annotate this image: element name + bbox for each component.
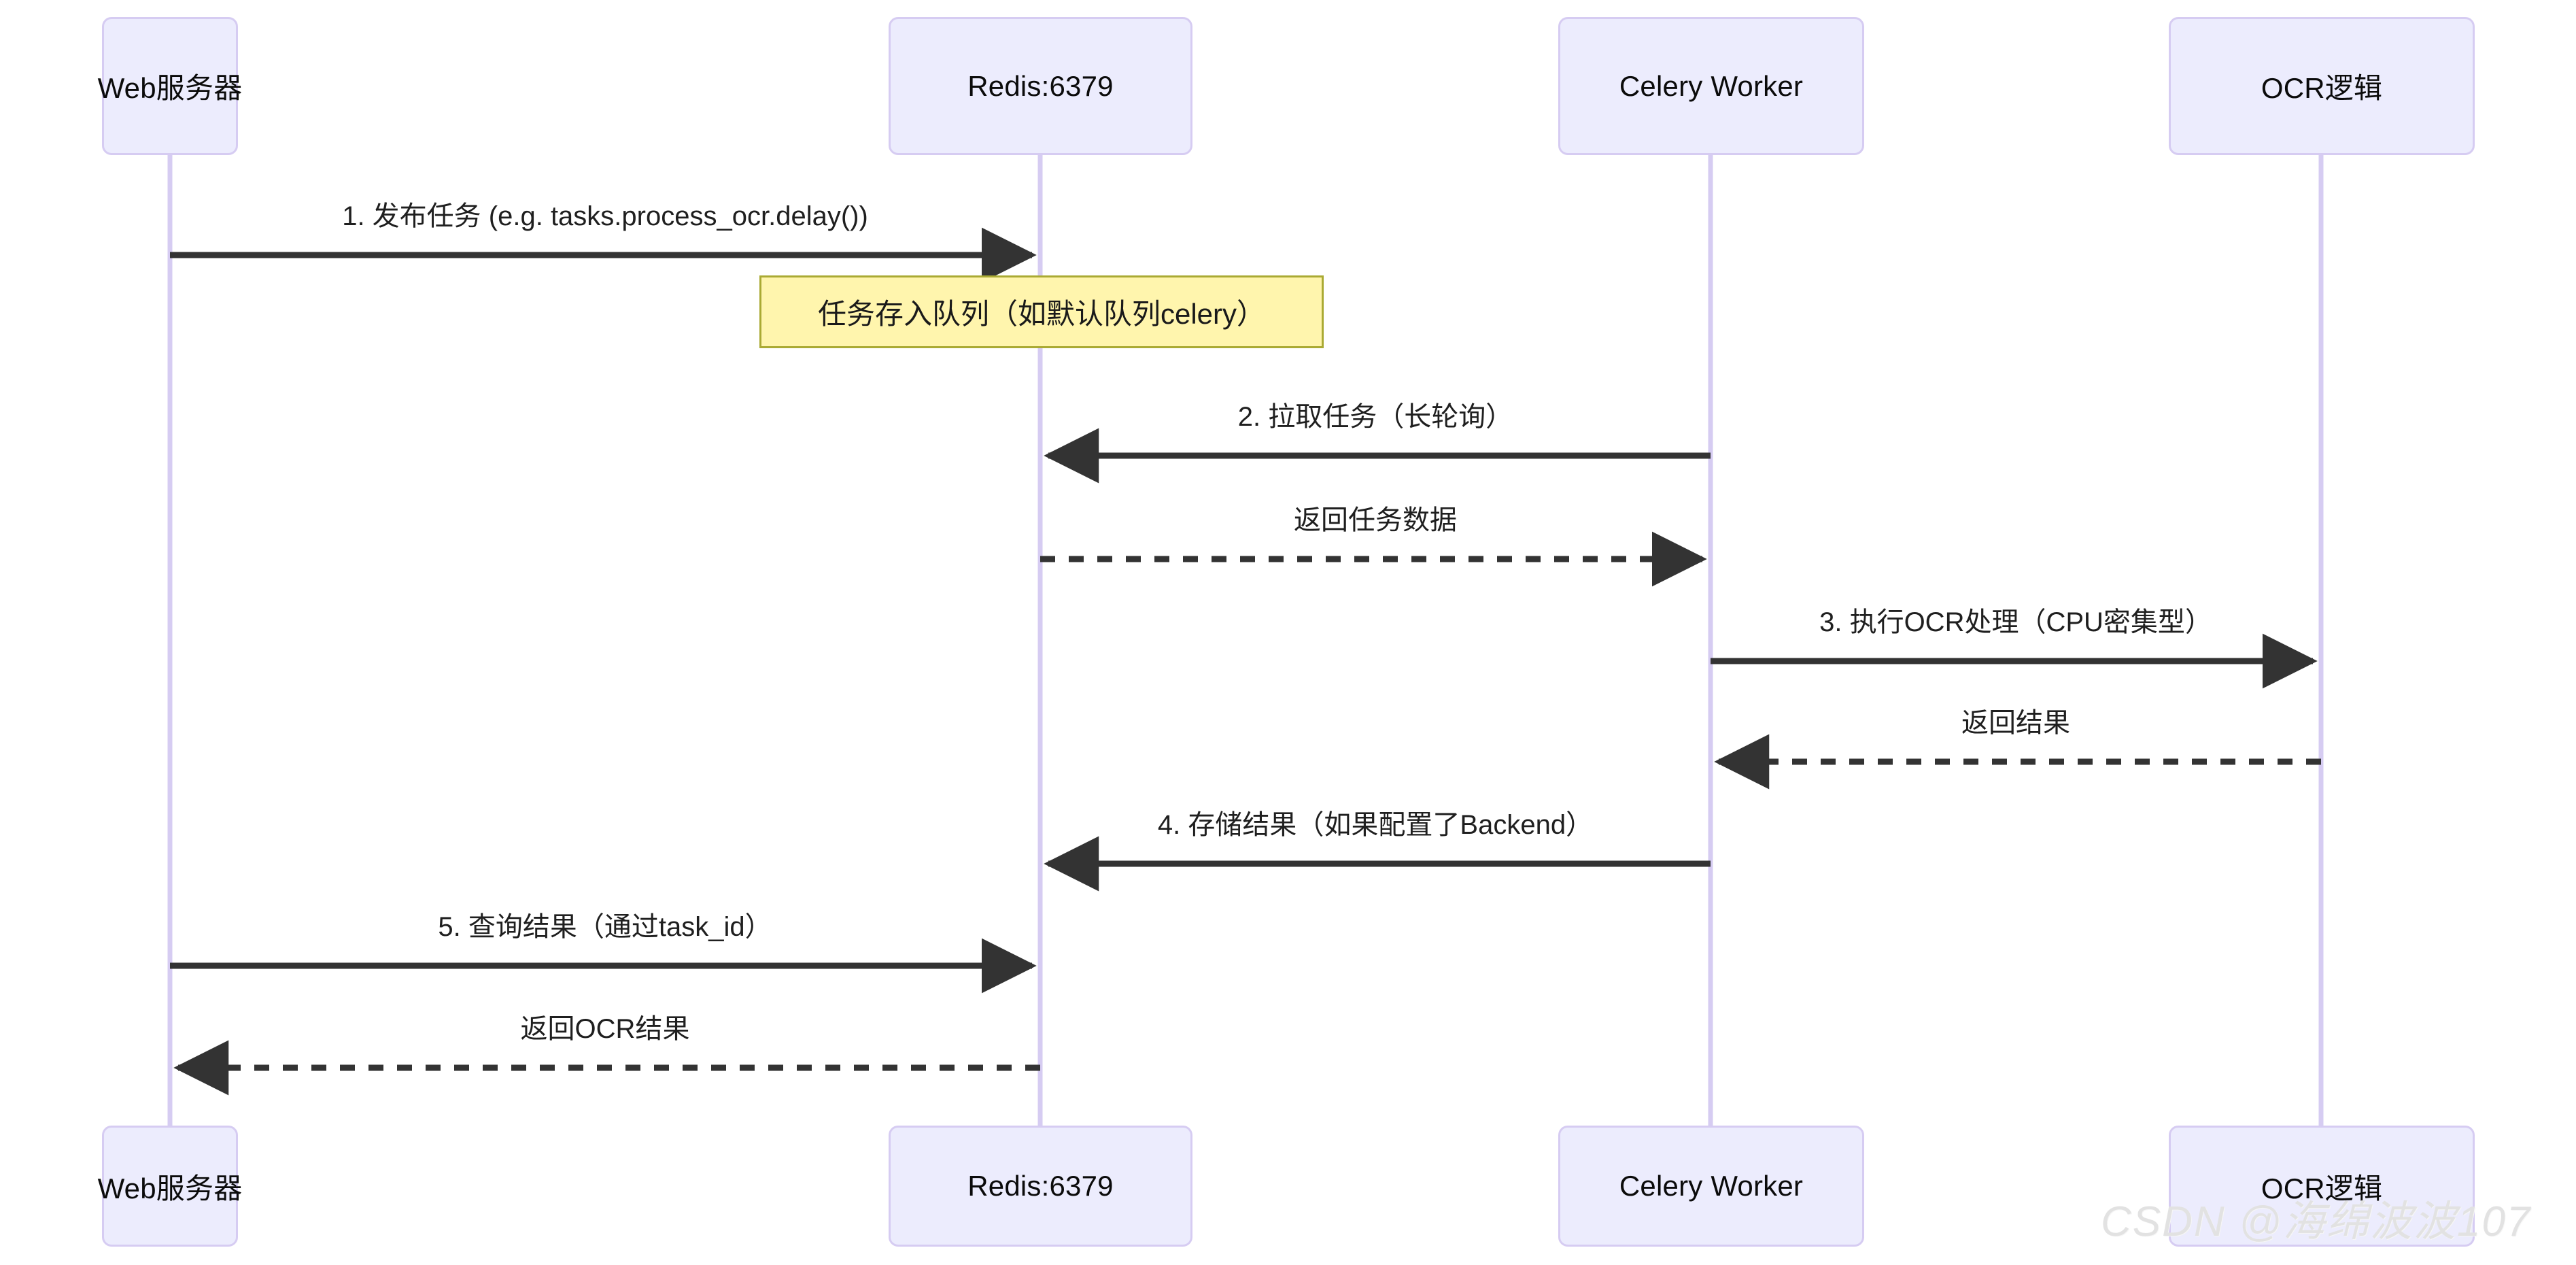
note-task-queued: 任务存入队列（如默认队列celery） — [759, 275, 1324, 348]
message-arrows — [170, 227, 2321, 1096]
message-label-2: 2. 拉取任务（长轮询） — [1237, 402, 1513, 432]
message-label-return-result: 返回结果 — [1961, 708, 2070, 738]
participant-label-redis-top: Redis:6379 — [967, 69, 1114, 102]
participant-label-celery-bottom: Celery Worker — [1619, 1170, 1804, 1202]
message-label-4: 4. 存储结果（如果配置了Backend） — [1157, 810, 1594, 840]
message-label-5: 5. 查询结果（通过task_id） — [438, 912, 772, 942]
message-label-3: 3. 执行OCR处理（CPU密集型） — [1819, 607, 2212, 637]
participant-label-redis-bottom: Redis:6379 — [967, 1170, 1114, 1202]
note-label-task-queued: 任务存入队列（如默认队列celery） — [817, 298, 1266, 330]
participant-box-ocr-bottom[interactable]: OCR逻辑 — [2169, 1126, 2475, 1247]
participant-box-celery-top[interactable]: Celery Worker — [1558, 17, 1864, 155]
participant-label-celery-top: Celery Worker — [1619, 69, 1804, 102]
participant-label-ocr-bottom: OCR逻辑 — [2261, 1172, 2383, 1204]
message-label-return-ocr-result: 返回OCR结果 — [520, 1014, 690, 1044]
csdn-watermark: CSDN @海绵波波107 — [2101, 1198, 2532, 1245]
participant-box-redis-bottom[interactable]: Redis:6379 — [889, 1126, 1192, 1247]
participant-box-ocr-top[interactable]: OCR逻辑 — [2169, 17, 2475, 155]
participant-label-ocr-top: OCR逻辑 — [2261, 72, 2383, 104]
participant-box-web-bottom[interactable]: Web服务器 — [98, 1126, 242, 1247]
participant-box-web-top[interactable]: Web服务器 — [98, 17, 242, 155]
participant-box-celery-bottom[interactable]: Celery Worker — [1558, 1126, 1864, 1247]
participant-box-redis-top[interactable]: Redis:6379 — [889, 17, 1192, 155]
participant-label-web-top: Web服务器 — [97, 72, 243, 104]
participant-label-web-bottom: Web服务器 — [97, 1172, 243, 1204]
message-label-return-task-data: 返回任务数据 — [1294, 505, 1457, 535]
message-label-1: 1. 发布任务 (e.g. tasks.process_ocr.delay()) — [342, 201, 868, 231]
